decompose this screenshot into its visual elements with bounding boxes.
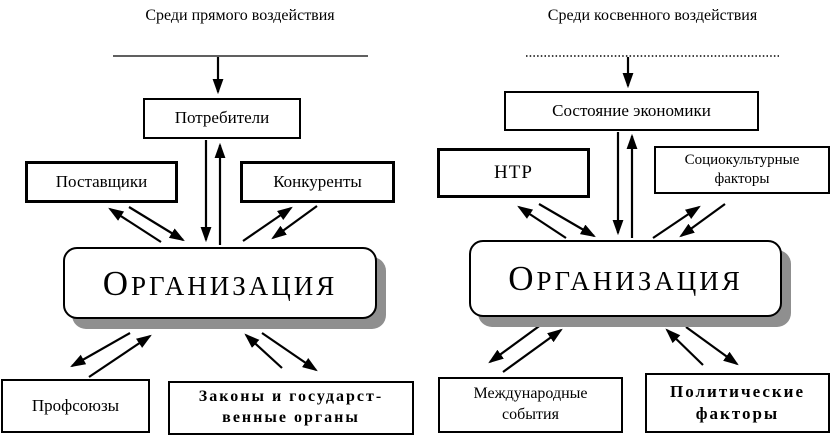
- suppliers-label: Поставщики: [55, 171, 148, 191]
- political-factors-box: Политические факторы: [645, 373, 830, 433]
- laws-state-bodies-box: Законы и государст- венные органы: [168, 381, 414, 435]
- ntr-box: НТР: [437, 148, 590, 198]
- arrow-org-to-political: [685, 326, 739, 366]
- direct-environment-title: Среди прямого воздействия: [145, 7, 335, 24]
- arrow-laws-to-org: [244, 333, 283, 369]
- arrow-suppliers-to-org: [128, 206, 185, 242]
- political-label-line1: Политические: [670, 381, 805, 401]
- arrow-org-to-ntr: [517, 205, 567, 239]
- suppliers-box: Поставщики: [25, 161, 178, 203]
- organization-initial: О: [102, 263, 132, 303]
- organization-initial: О: [508, 259, 537, 298]
- organization-label: ОРГАНИЗАЦИЯ: [103, 266, 338, 301]
- organization-label: ОРГАНИЗАЦИЯ: [508, 261, 743, 296]
- international-label-line2: события: [502, 406, 559, 423]
- sociocultural-label-line1: Социокультурные: [684, 151, 800, 168]
- arrow-trade-unions-to-org: [88, 334, 152, 378]
- laws-label-line1: Законы и государст-: [198, 388, 384, 406]
- arrow-ntr-to-org: [538, 203, 596, 238]
- ntr-label: НТР: [494, 161, 533, 183]
- indirect-environment-title: Среди косвенного воздействия: [547, 7, 758, 24]
- sociocultural-label-line2: факторы: [714, 171, 770, 187]
- arrow-international-to-org: [502, 328, 563, 373]
- arrow-org-to-competitors: [242, 206, 293, 242]
- political-label-line2: факторы: [695, 404, 780, 423]
- competitors-box: Конкуренты: [240, 161, 395, 203]
- international-events-box: Международные события: [438, 377, 623, 433]
- arrow-political-to-org: [665, 328, 704, 366]
- arrow-org-to-laws: [261, 332, 318, 372]
- arrow-org-to-suppliers: [108, 207, 162, 243]
- arrow-org-to-trade-unions: [70, 332, 131, 368]
- economy-state-label: Состояние экономики: [552, 100, 711, 120]
- international-label-line1: Международные: [473, 385, 588, 403]
- economy-state-box: Состояние экономики: [504, 91, 759, 131]
- organization-box-indirect: ОРГАНИЗАЦИЯ: [469, 240, 782, 317]
- laws-label-line2: венные органы: [222, 409, 360, 426]
- arrow-competitors-to-org: [271, 205, 318, 240]
- arrow-org-to-sociocultural: [652, 205, 701, 239]
- arrow-sociocultural-to-org: [679, 203, 726, 238]
- arrow-org-to-international: [488, 323, 543, 364]
- organization-box-direct: ОРГАНИЗАЦИЯ: [63, 247, 377, 319]
- trade-unions-label: Профсоюзы: [31, 395, 120, 415]
- consumers-label: Потребители: [174, 108, 270, 128]
- sociocultural-factors-box: Социокультурные факторы: [654, 146, 830, 194]
- organization-rest: РГАНИЗАЦИЯ: [131, 270, 338, 301]
- organization-rest: РГАНИЗАЦИЯ: [536, 266, 743, 296]
- consumers-box: Потребители: [143, 98, 301, 139]
- competitors-label: Конкуренты: [273, 171, 362, 191]
- trade-unions-box: Профсоюзы: [1, 379, 150, 433]
